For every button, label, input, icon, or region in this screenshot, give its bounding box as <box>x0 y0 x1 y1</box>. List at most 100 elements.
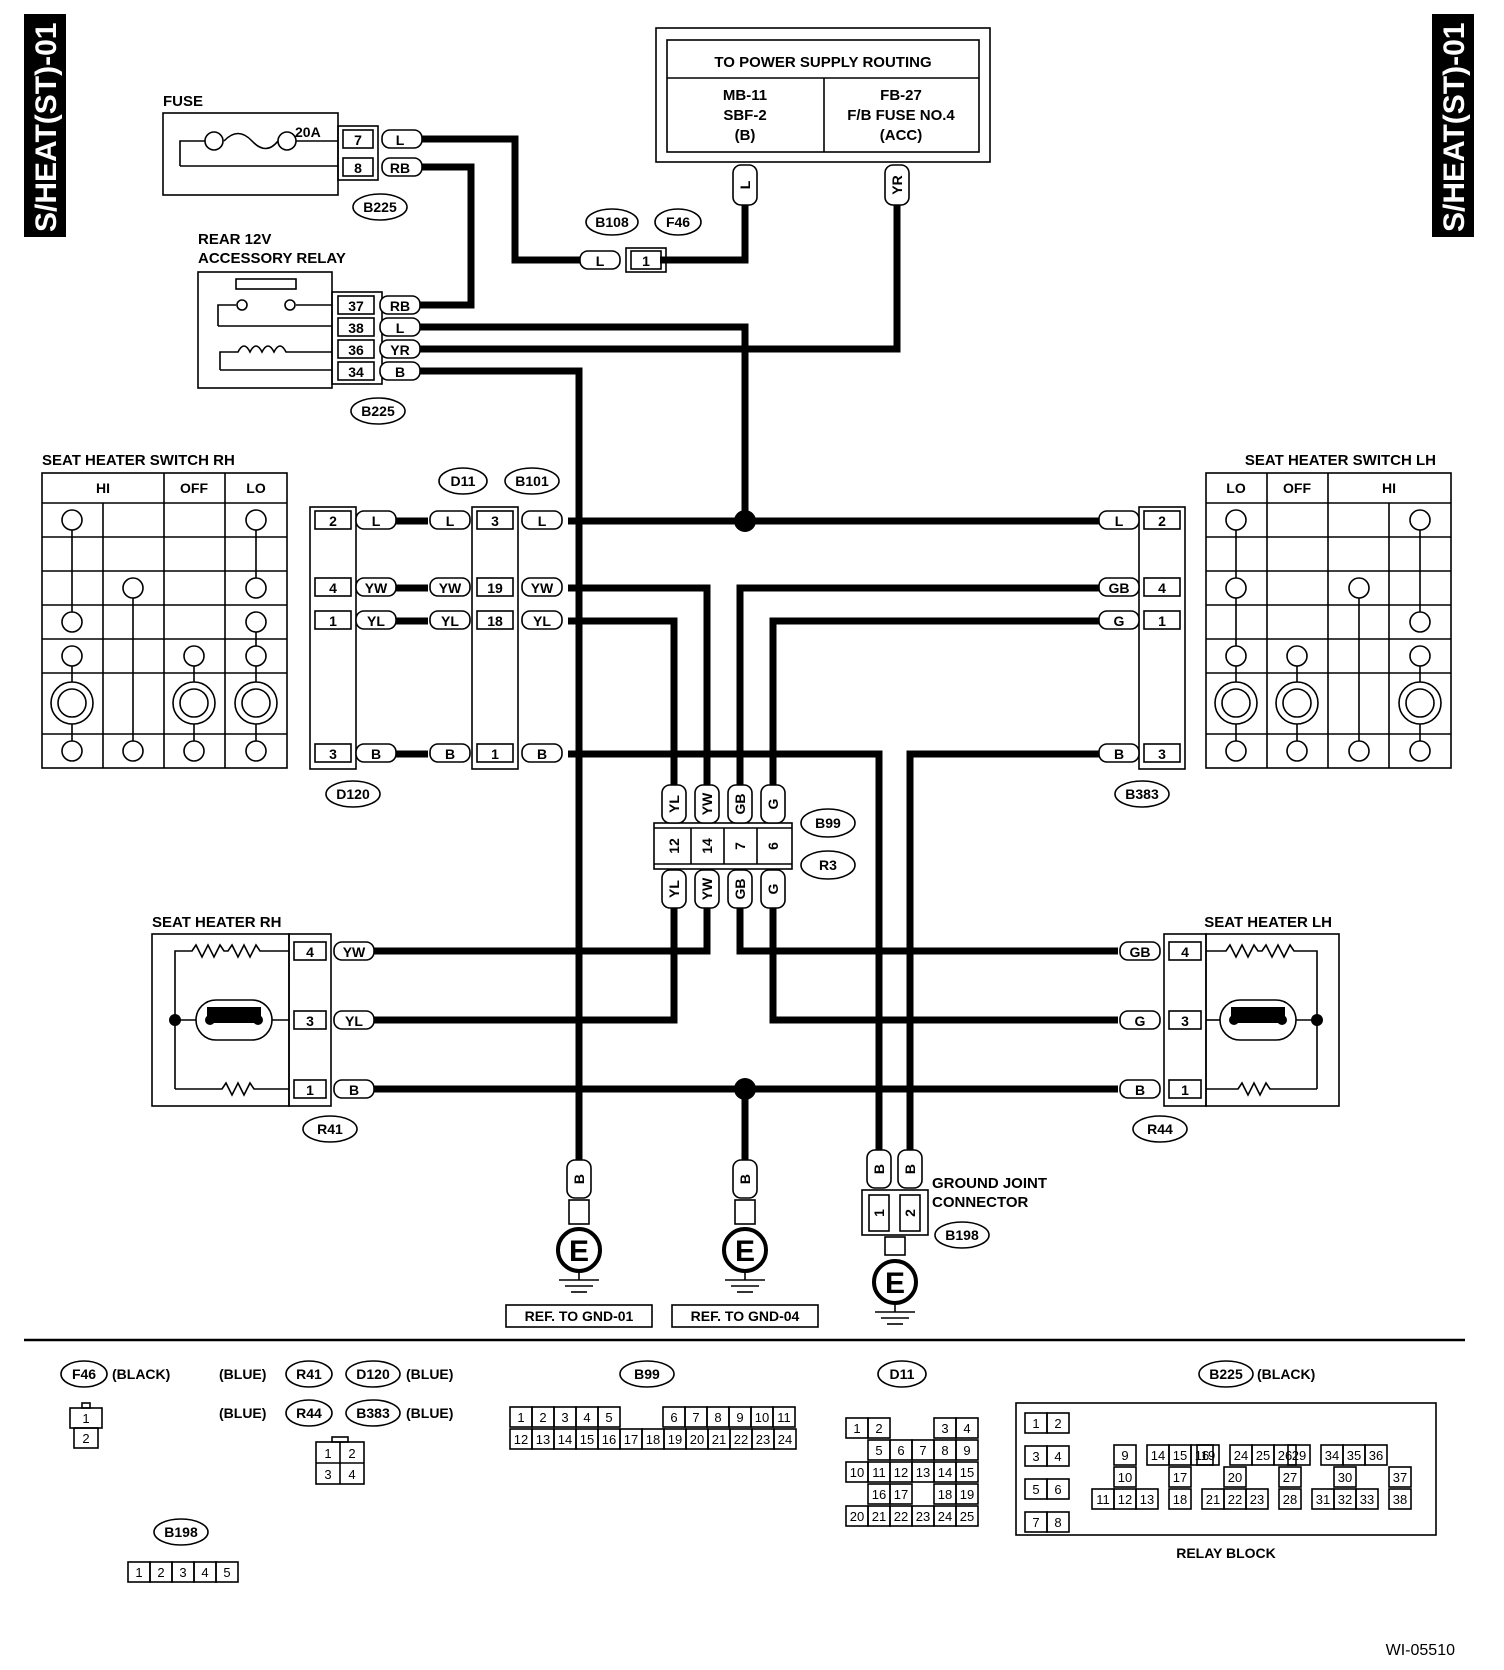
legend-b99-pin-16: 16 <box>602 1432 616 1447</box>
legend-b225-pin-17-cell <box>1168 1466 1192 1488</box>
legend-b99-pin-21: 21 <box>712 1432 726 1447</box>
legend-d11-pin-2-cell <box>867 1417 891 1439</box>
b99-pin-14: 14 <box>699 838 715 854</box>
legend-b99-pin-4: 4 <box>583 1410 590 1425</box>
power-supply-box: TO POWER SUPPLY ROUTING MB-11 SBF-2 (B) … <box>655 27 991 206</box>
legend-d11-pin-5: 5 <box>875 1443 882 1458</box>
fuse-label: FUSE <box>163 93 203 110</box>
legend-b225-pin-13: 13 <box>1140 1492 1154 1507</box>
switch-lh-col-lo: LO <box>1226 480 1246 496</box>
heater-rh-pin-4: 4 <box>306 944 314 960</box>
legend-b225-pin-18-cell <box>1168 1488 1192 1510</box>
joint-connector-label: B198 <box>945 1227 979 1243</box>
legend-d11-pin-21: 21 <box>872 1509 886 1524</box>
heater-lh-pin-1: 1 <box>1181 1082 1189 1098</box>
legend-b99-pin-12: 12 <box>514 1432 528 1447</box>
d11-pin-18: 18 <box>487 613 503 629</box>
legend-b225-pin-11: 11 <box>1096 1492 1110 1507</box>
legend-d11-pin-11: 11 <box>872 1465 886 1480</box>
legend-b225-pin-20: 20 <box>1228 1470 1242 1485</box>
power-wire-l: L <box>737 180 753 189</box>
legend-b99-pin-11: 11 <box>777 1410 791 1425</box>
legend-d11-pin-15: 15 <box>960 1465 974 1480</box>
b99-bottom-yl: YL <box>666 880 682 898</box>
joint-wire-1: B <box>871 1164 887 1174</box>
legend-b225-pin-8: 8 <box>1054 1515 1061 1530</box>
legend-b225-pin-2-cell <box>1046 1412 1070 1434</box>
seat-heater-lh: SEAT HEATER LH 4 3 1 GB G B R44 <box>1119 914 1340 1143</box>
legend-b225-pin-27: 27 <box>1283 1470 1297 1485</box>
switch-lh-wire-g: G <box>1114 613 1125 629</box>
legend-relay-block-title: RELAY BLOCK <box>1176 1545 1276 1561</box>
legend-b225-pin-37: 37 <box>1393 1470 1407 1485</box>
relay-wire-b: B <box>395 364 405 380</box>
legend-b225-pin-31: 31 <box>1316 1492 1330 1507</box>
legend-b99-pin-2: 2 <box>539 1410 546 1425</box>
legend-b225-pin-24: 24 <box>1234 1448 1248 1463</box>
b99-pin-7: 7 <box>732 842 748 850</box>
power-right-1: FB-27 <box>880 87 922 104</box>
power-left-1: MB-11 <box>723 87 767 104</box>
fuse: FUSE 20A 7 8 L RB B225 <box>162 93 423 221</box>
seat-heater-rh: SEAT HEATER RH 4 3 1 YW YL B R41 <box>151 914 375 1143</box>
b99-pin-6: 6 <box>765 842 781 850</box>
legend-b198-pin-4: 4 <box>201 1565 208 1580</box>
legend-b225-pin-1: 1 <box>1032 1416 1039 1431</box>
d11-label: D11 <box>451 473 476 489</box>
legend-b225-pin-5: 5 <box>1032 1482 1039 1497</box>
legend-d11-pin-23: 23 <box>916 1509 930 1524</box>
splice-b <box>734 1078 756 1100</box>
legend-d11-pin-15-cell <box>955 1461 979 1483</box>
switch-rh-wire-l: L <box>372 513 381 529</box>
r3-label: R3 <box>819 857 837 873</box>
heater-rh-label: SEAT HEATER RH <box>152 914 281 931</box>
legend-b99-pin-17: 17 <box>624 1432 638 1447</box>
legend-b99-pin-5-cell <box>597 1406 621 1428</box>
legend-d11-name: D11 <box>890 1366 915 1382</box>
legend-d11-pin-13: 13 <box>916 1465 930 1480</box>
b108-wire-l: L <box>596 253 605 269</box>
switch-rh-wire-yl: YL <box>367 613 385 629</box>
legend-b225-pin-23: 23 <box>1250 1492 1264 1507</box>
b99-bottom-gb: GB <box>732 879 748 900</box>
connector-b99-r3: 12 14 7 6 YL YW GB G YL YW GB G B99 R3 <box>653 784 856 909</box>
legend-b225-pin-10-cell <box>1113 1466 1137 1488</box>
d11-pin-1: 1 <box>491 746 499 762</box>
b99-top-gb: GB <box>732 794 748 815</box>
side-label-right: S/HEAT(ST)-01 <box>1438 23 1471 232</box>
legend-b99-pin-14: 14 <box>558 1432 572 1447</box>
connector-d11-b101: D11 B101 L YW YL B 3 19 18 1 L YW YL B <box>429 467 563 770</box>
relay-wire-rb: RB <box>390 298 410 314</box>
relay-pin-38: 38 <box>348 320 364 336</box>
legend-f46: F46 (BLACK) 1 2 <box>60 1360 170 1449</box>
splice-l <box>734 510 756 532</box>
fuse-pin-8: 8 <box>354 160 362 176</box>
heater-lh-wire-gb: GB <box>1130 944 1151 960</box>
legend-b225-pin-21: 21 <box>1206 1492 1220 1507</box>
heater-lh-connector-label: R44 <box>1147 1121 1173 1137</box>
legend-b225-pin-17: 17 <box>1173 1470 1187 1485</box>
power-wire-yr: YR <box>889 175 905 194</box>
legend-d11-pin-2: 2 <box>875 1421 882 1436</box>
legend-b225-pin-26: 26 <box>1278 1448 1292 1463</box>
b99-pin-12: 12 <box>666 838 682 854</box>
legend-b225-pin-27-cell <box>1278 1466 1302 1488</box>
heater-lh-label: SEAT HEATER LH <box>1204 914 1332 931</box>
legend-b99-pin-6: 6 <box>670 1410 677 1425</box>
legend-d11-pin-4: 4 <box>963 1421 970 1436</box>
legend-b99-pin-18: 18 <box>646 1432 660 1447</box>
legend-d11-pin-19-cell <box>955 1483 979 1505</box>
switch-rh-col-off: OFF <box>180 480 208 496</box>
legend-b225-pin-32: 32 <box>1338 1492 1352 1507</box>
legend-b225-pin-12: 12 <box>1118 1492 1132 1507</box>
d11-pin-19: 19 <box>487 580 503 596</box>
ground-2-wire: B <box>737 1174 753 1184</box>
switch-lh-pin-4: 4 <box>1158 580 1166 596</box>
legend-b225-pin-16: 16 <box>1195 1448 1209 1463</box>
power-right-3: (ACC) <box>880 127 923 144</box>
legend-f46-pin-1: 1 <box>82 1411 89 1426</box>
side-label-left-bg <box>24 14 66 237</box>
legend-d11-pin-14: 14 <box>938 1465 952 1480</box>
